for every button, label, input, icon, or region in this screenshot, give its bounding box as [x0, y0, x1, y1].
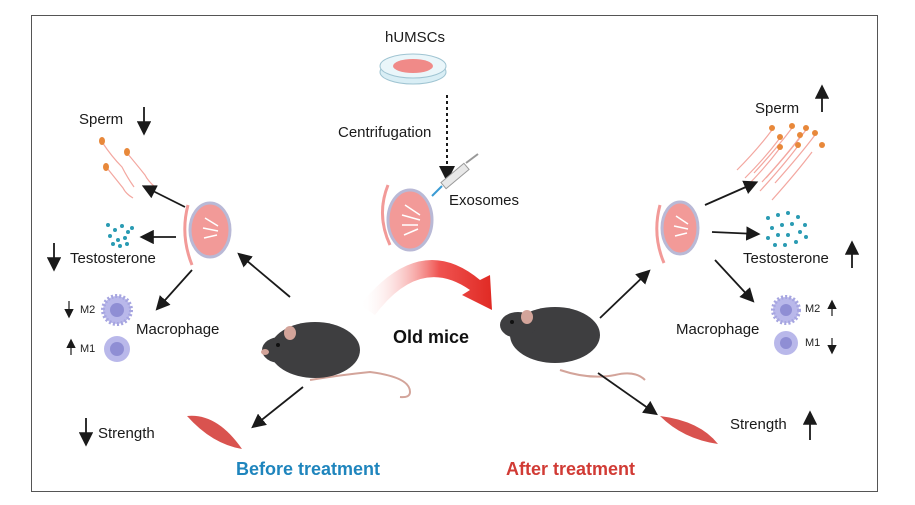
m1-after-label: M1: [805, 337, 821, 349]
petri-dish-icon: [379, 53, 447, 85]
sperm-after-icon: [736, 123, 825, 201]
testosterone-after-icon: [766, 211, 808, 247]
centrifugation-label: Centrifugation: [338, 124, 432, 141]
macrophage-before-label: Macrophage: [136, 321, 220, 338]
mouse-before-icon: [261, 322, 412, 399]
sperm-before-label: Sperm: [79, 111, 124, 128]
testis-after-icon: [655, 200, 700, 264]
treatment-curved-arrow: [360, 260, 492, 315]
macrophage-m1-after-icon: [774, 331, 798, 355]
before-treatment-title: Before treatment: [236, 459, 381, 479]
testosterone-before-label: Testosterone: [70, 250, 156, 267]
strength-after-label: Strength: [730, 416, 787, 433]
testis-before-icon: [183, 201, 232, 266]
before-arrows: [139, 185, 304, 429]
mouse-after-icon: [500, 307, 646, 381]
figure-frame: [31, 15, 878, 492]
m1-before-label: M1: [80, 343, 96, 355]
macrophage-trend-arrows: [64, 299, 837, 355]
macrophage-m1-before-icon: [104, 336, 130, 362]
testosterone-before-icon: [106, 223, 134, 248]
strength-before-label: Strength: [98, 425, 155, 442]
after-treatment-title: After treatment: [506, 459, 636, 479]
sperm-after-label: Sperm: [755, 100, 800, 117]
old-mice-label: Old mice: [393, 327, 470, 347]
muscle-after-icon: [660, 416, 718, 444]
syringe-icon: [431, 153, 479, 197]
sperm-before-icon: [99, 137, 156, 199]
after-arrows: [597, 180, 761, 416]
muscle-before-icon: [187, 415, 242, 449]
exosomes-label: Exosomes: [449, 192, 520, 209]
macrophage-m2-before-icon: [101, 294, 133, 326]
testosterone-after-label: Testosterone: [743, 250, 829, 267]
trend-arrows: [46, 84, 860, 447]
macrophage-m2-after-icon: [771, 295, 801, 325]
humscs-label: hUMSCs: [385, 29, 446, 46]
m2-after-label: M2: [805, 303, 821, 315]
macrophage-after-label: Macrophage: [676, 321, 760, 338]
testis-center-icon: [381, 184, 434, 252]
m2-before-label: M2: [80, 304, 96, 316]
